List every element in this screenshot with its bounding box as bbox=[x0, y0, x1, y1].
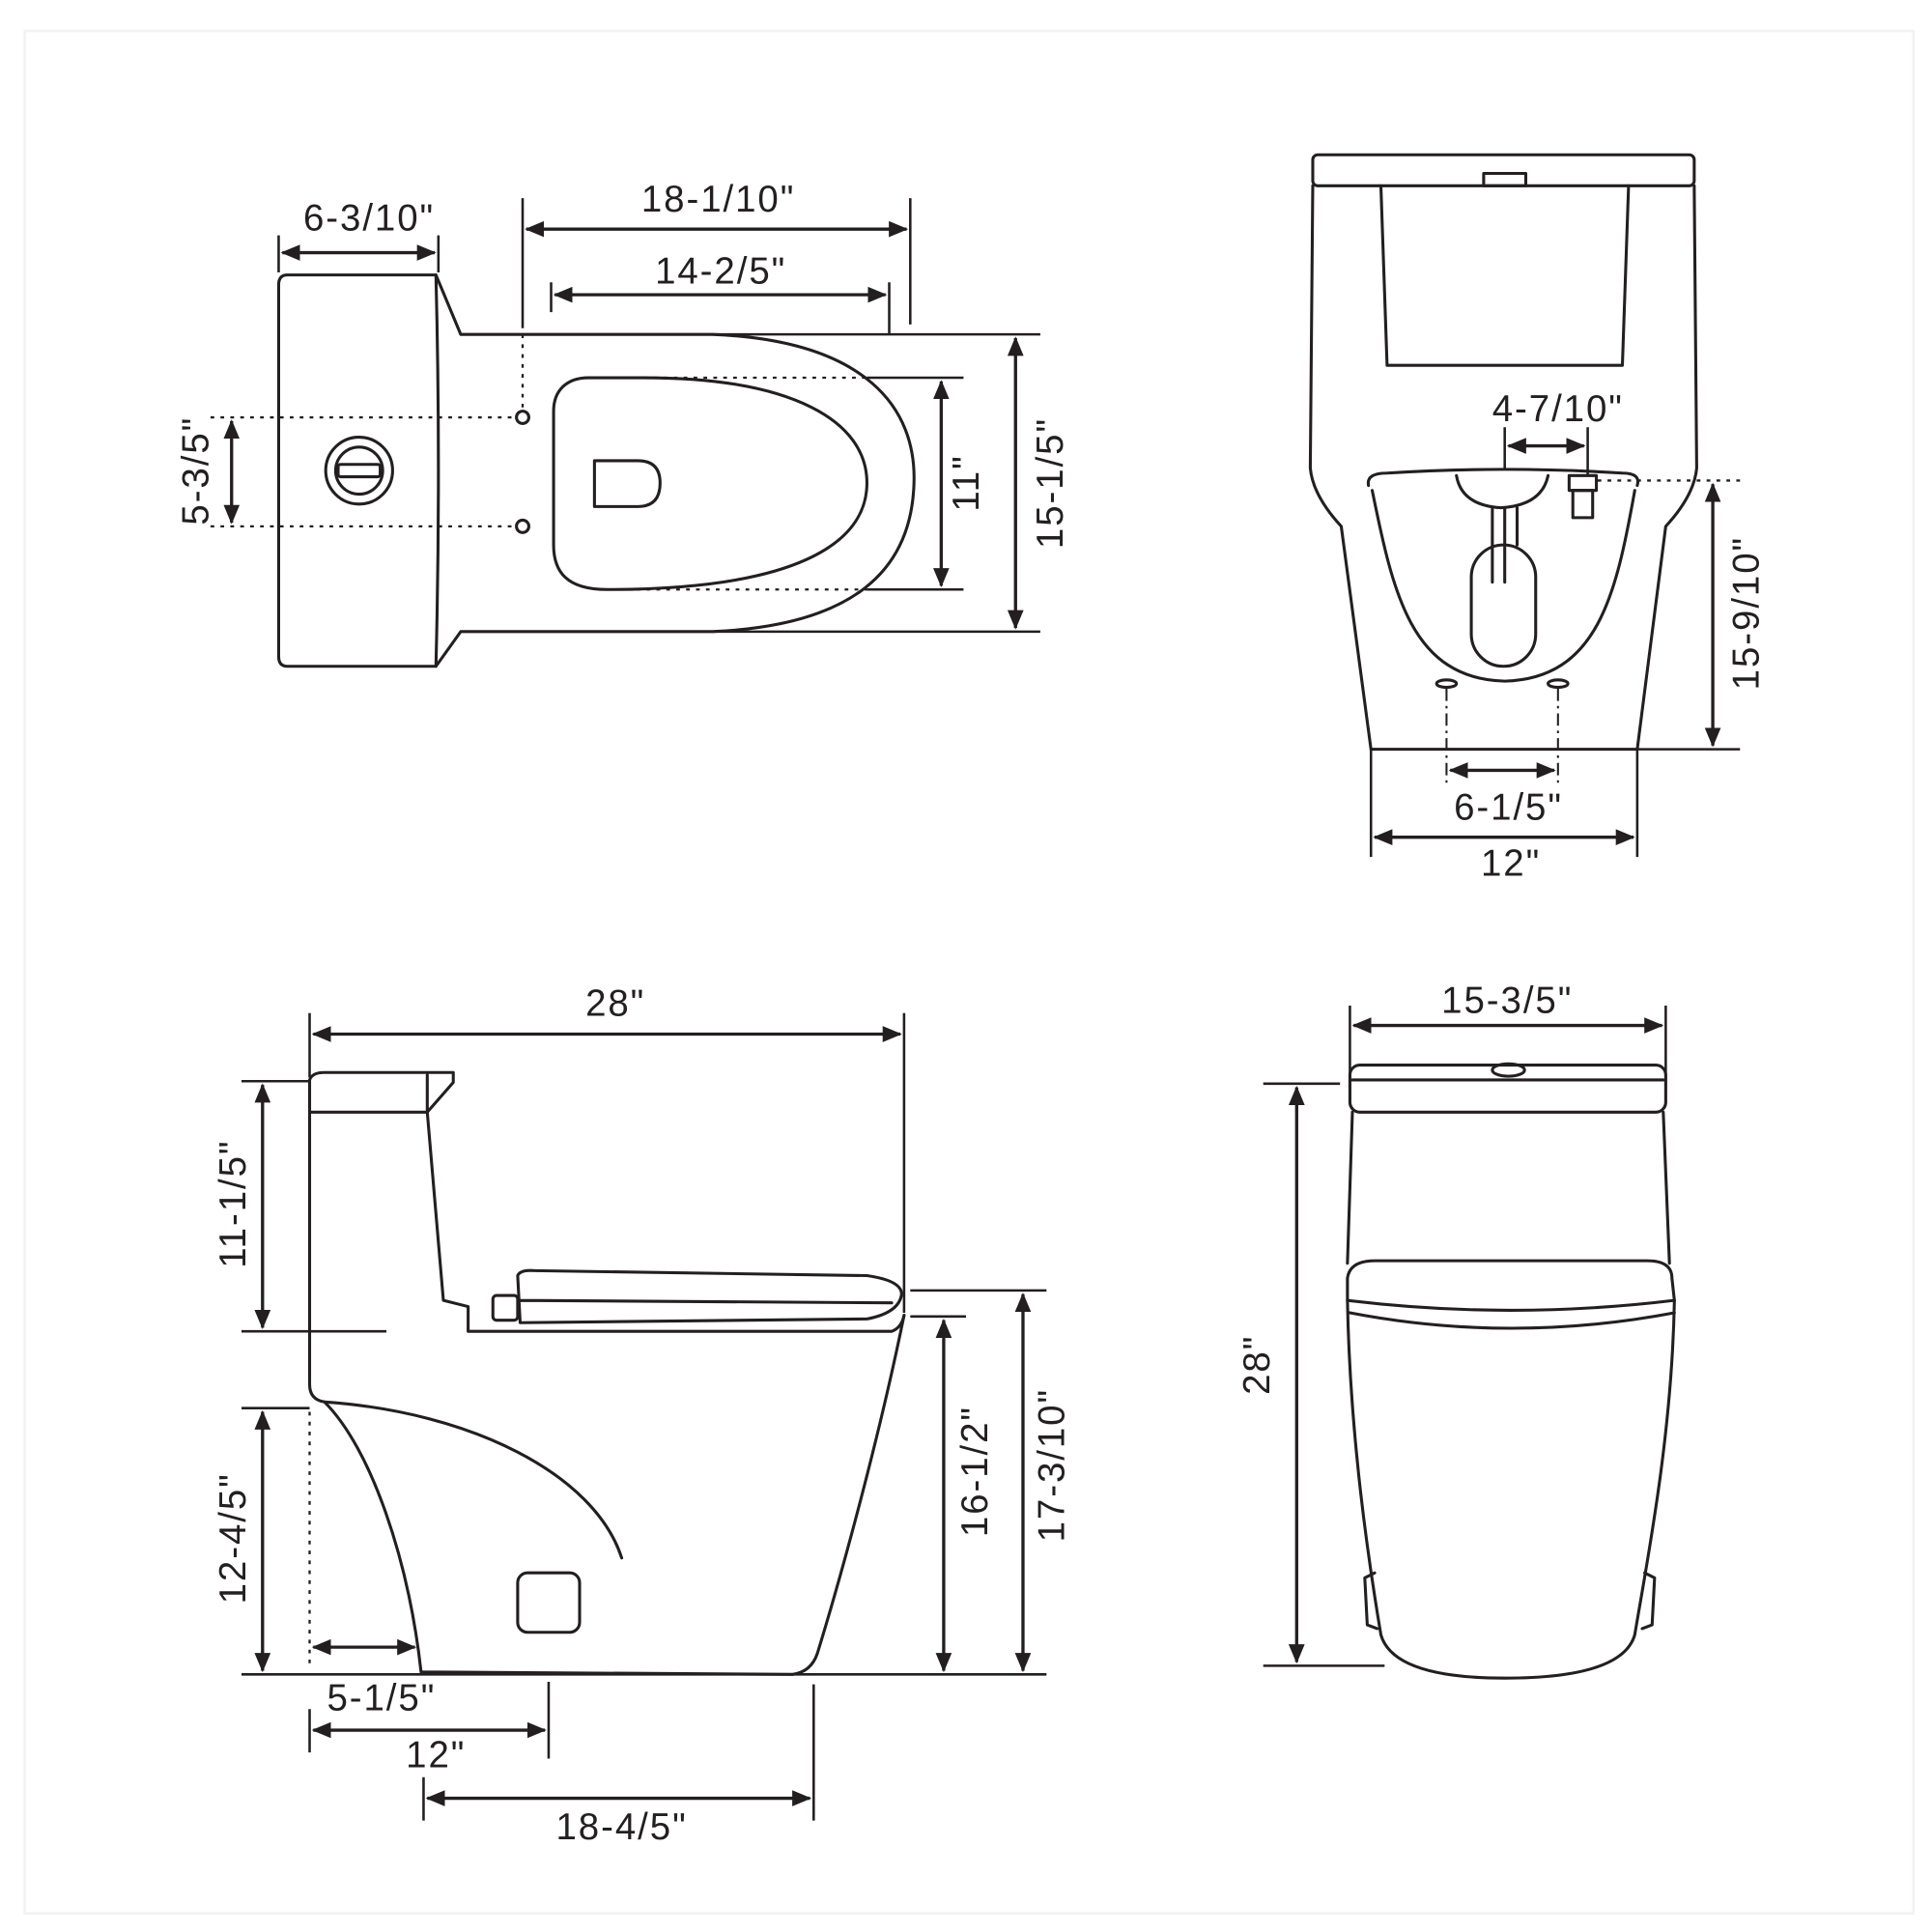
dim-label-floor-bolt-spacing: 6-1/5" bbox=[1454, 787, 1563, 829]
top-view: 6-3/10" 18-1/10" 14-2/5" 15-1/5" 11" 5-3… bbox=[175, 179, 1071, 668]
bolt-cover bbox=[516, 1571, 582, 1634]
body-outline bbox=[307, 1110, 906, 1676]
seat-outline bbox=[552, 376, 868, 591]
dim-label-seat-width: 11" bbox=[946, 454, 987, 511]
dim-label-bowl-height: 16-1/2" bbox=[954, 1406, 996, 1537]
dim-label-tank-height: 11-1/5" bbox=[213, 1140, 254, 1268]
front-view: 15-3/5" 28" bbox=[1236, 980, 1676, 1680]
flush-button bbox=[1482, 171, 1528, 187]
supply-valve-icon bbox=[1567, 473, 1599, 520]
dim-label-overall-height: 28" bbox=[1236, 1335, 1278, 1395]
hinge bbox=[491, 1293, 520, 1322]
tank-lid bbox=[1348, 1064, 1667, 1114]
body-outline bbox=[1308, 184, 1698, 752]
bowl-outline bbox=[434, 273, 916, 668]
frame bbox=[23, 29, 1916, 1916]
outlet-icon bbox=[592, 459, 662, 508]
dim-label-seat-height: 17-3/10" bbox=[1031, 1388, 1072, 1542]
tank-body bbox=[1346, 1110, 1671, 1265]
tank-inner bbox=[1378, 184, 1631, 367]
dim-label-overall-length: 18-1/10" bbox=[641, 179, 795, 220]
dim-label-seat-length: 14-2/5" bbox=[655, 251, 786, 293]
side-view: 28" 11-1/5" 12-4/5" 5-1/5" 12" 18-4/5" 1… bbox=[213, 982, 1072, 1848]
seat-lid bbox=[516, 1268, 903, 1324]
flush-button-icon bbox=[324, 436, 394, 506]
tank-lid bbox=[1311, 153, 1696, 187]
flush-button bbox=[1491, 1062, 1526, 1078]
tank-back bbox=[425, 1110, 906, 1333]
tank-lid bbox=[307, 1070, 455, 1114]
bowl-rim bbox=[1366, 468, 1640, 488]
rear-view: 4-7/10" 15-9/10" 6-1/5" 12" bbox=[1308, 153, 1768, 884]
dim-label-wall-to-base: 5-1/5" bbox=[327, 1678, 436, 1719]
bowl-inner bbox=[1370, 489, 1636, 683]
dim-label-bolt-spacing: 5-3/5" bbox=[175, 416, 216, 526]
dim-label-overall-width: 15-3/5" bbox=[1441, 980, 1573, 1022]
seat-lid bbox=[1346, 1259, 1676, 1330]
dim-label-rough-in: 12" bbox=[406, 1734, 466, 1776]
dim-label-supply-height: 15-9/10" bbox=[1726, 536, 1768, 690]
dim-label-supply-offset: 4-7/10" bbox=[1492, 388, 1624, 430]
dim-label-outlet-height: 12-4/5" bbox=[213, 1472, 254, 1604]
dim-label-tank-depth: 6-3/10" bbox=[303, 197, 435, 239]
dim-label-overall-length: 28" bbox=[585, 982, 645, 1024]
dim-label-base-length: 18-4/5" bbox=[556, 1806, 688, 1848]
dim-label-base-width: 12" bbox=[1481, 842, 1541, 884]
trapway-curve bbox=[323, 1400, 624, 1560]
tank-outline bbox=[276, 273, 440, 668]
bowl-body bbox=[1346, 1298, 1676, 1680]
outlet bbox=[1455, 473, 1550, 510]
dim-label-overall-width: 15-1/5" bbox=[1030, 417, 1071, 549]
